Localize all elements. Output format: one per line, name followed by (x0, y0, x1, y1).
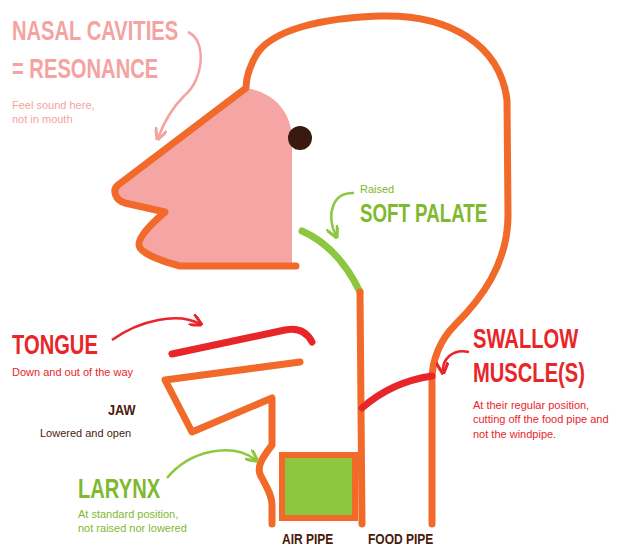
soft-palate (302, 231, 360, 292)
leader-arrow (158, 32, 201, 138)
part-note: Down and out of the way (12, 366, 133, 379)
part-note: Raised (360, 183, 394, 196)
part-heading: SWALLOW MUSCLE(S) (473, 322, 595, 389)
part-note: At standard position, not raised nor low… (78, 507, 190, 536)
part-note: Lowered and open (40, 427, 131, 440)
pipe-label: FOOD PIPE (368, 530, 433, 548)
head-outline (258, 16, 508, 524)
eye (288, 126, 312, 150)
leader-arrow (443, 351, 469, 372)
leader-arrow (167, 450, 256, 478)
pipe-label: AIR PIPE (282, 530, 333, 548)
leader-arrow (331, 193, 354, 236)
tongue (172, 329, 312, 354)
part-note: At their regular position, cutting off t… (473, 398, 618, 441)
part-heading: SOFT PALATE (360, 198, 487, 229)
face-outline (115, 52, 296, 266)
part-heading: TONGUE (12, 328, 98, 362)
part-heading: LARYNX (78, 472, 160, 506)
leader-arrow (112, 318, 200, 340)
part-heading: JAW (108, 401, 136, 419)
larynx-block (282, 455, 355, 518)
swallow-muscle (362, 376, 432, 408)
part-note: Feel sound here, not in mouth (12, 98, 107, 127)
part-heading: NASAL CAVITIES = RESONANCE (12, 12, 185, 88)
